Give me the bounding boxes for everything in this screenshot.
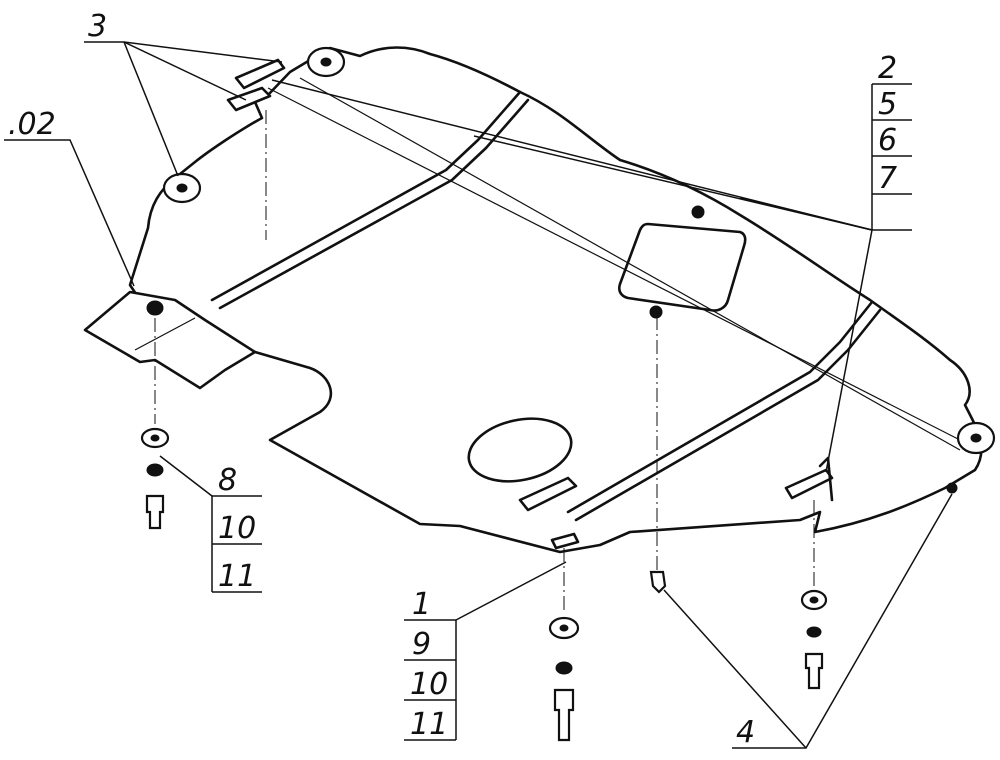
rear-rib [566, 300, 882, 522]
stud-top-left-2-center [176, 183, 188, 193]
hatch-hole-top [691, 205, 705, 219]
inspection-hatch [617, 222, 747, 312]
callout-9: 9 [412, 627, 431, 662]
callout-10-left: 10 [218, 511, 256, 546]
stud-right-end-center [970, 433, 982, 443]
callout-3: 3 [88, 9, 107, 44]
callout-2: 2 [878, 51, 897, 86]
right-corner-hole [946, 482, 958, 494]
top-clip [234, 58, 286, 90]
right-washer-hole [809, 596, 819, 604]
center-washer-hole [559, 624, 569, 632]
callout-6: 6 [878, 123, 897, 158]
right-nut [806, 626, 822, 638]
hatch-hole-bottom [649, 305, 663, 319]
right-clip [784, 468, 834, 500]
left-nut [146, 463, 164, 477]
left-bracket-hole [146, 300, 164, 316]
callout-10-center: 10 [410, 667, 448, 702]
bend-line-2 [299, 77, 961, 451]
oval-drain-opening [467, 417, 573, 483]
stud-top-left-1-center [320, 57, 332, 67]
top-clip-base [226, 86, 272, 112]
left-front-bracket [83, 290, 257, 390]
center-slot-clip [518, 476, 578, 512]
front-rib [210, 90, 530, 310]
leader-lines [4, 41, 953, 749]
front-slot [550, 532, 580, 550]
center-nut [555, 661, 573, 675]
callout-4: 4 [736, 715, 755, 750]
hatch-bolt [649, 570, 667, 594]
left-washer-hole [150, 434, 160, 442]
callout-02: .02 [8, 107, 56, 142]
center-bolt [553, 688, 575, 742]
callout-7: 7 [878, 161, 897, 196]
callout-8: 8 [218, 463, 237, 498]
callout-1: 1 [412, 587, 431, 622]
skid-plate-outline [128, 46, 983, 554]
callout-5: 5 [878, 87, 897, 122]
callout-11-center: 11 [410, 707, 448, 742]
right-bolt [804, 652, 824, 690]
bend-line-1 [267, 87, 961, 441]
callout-11-left: 11 [218, 559, 256, 594]
left-bolt [145, 494, 165, 530]
left-bracket-fold [134, 317, 196, 351]
